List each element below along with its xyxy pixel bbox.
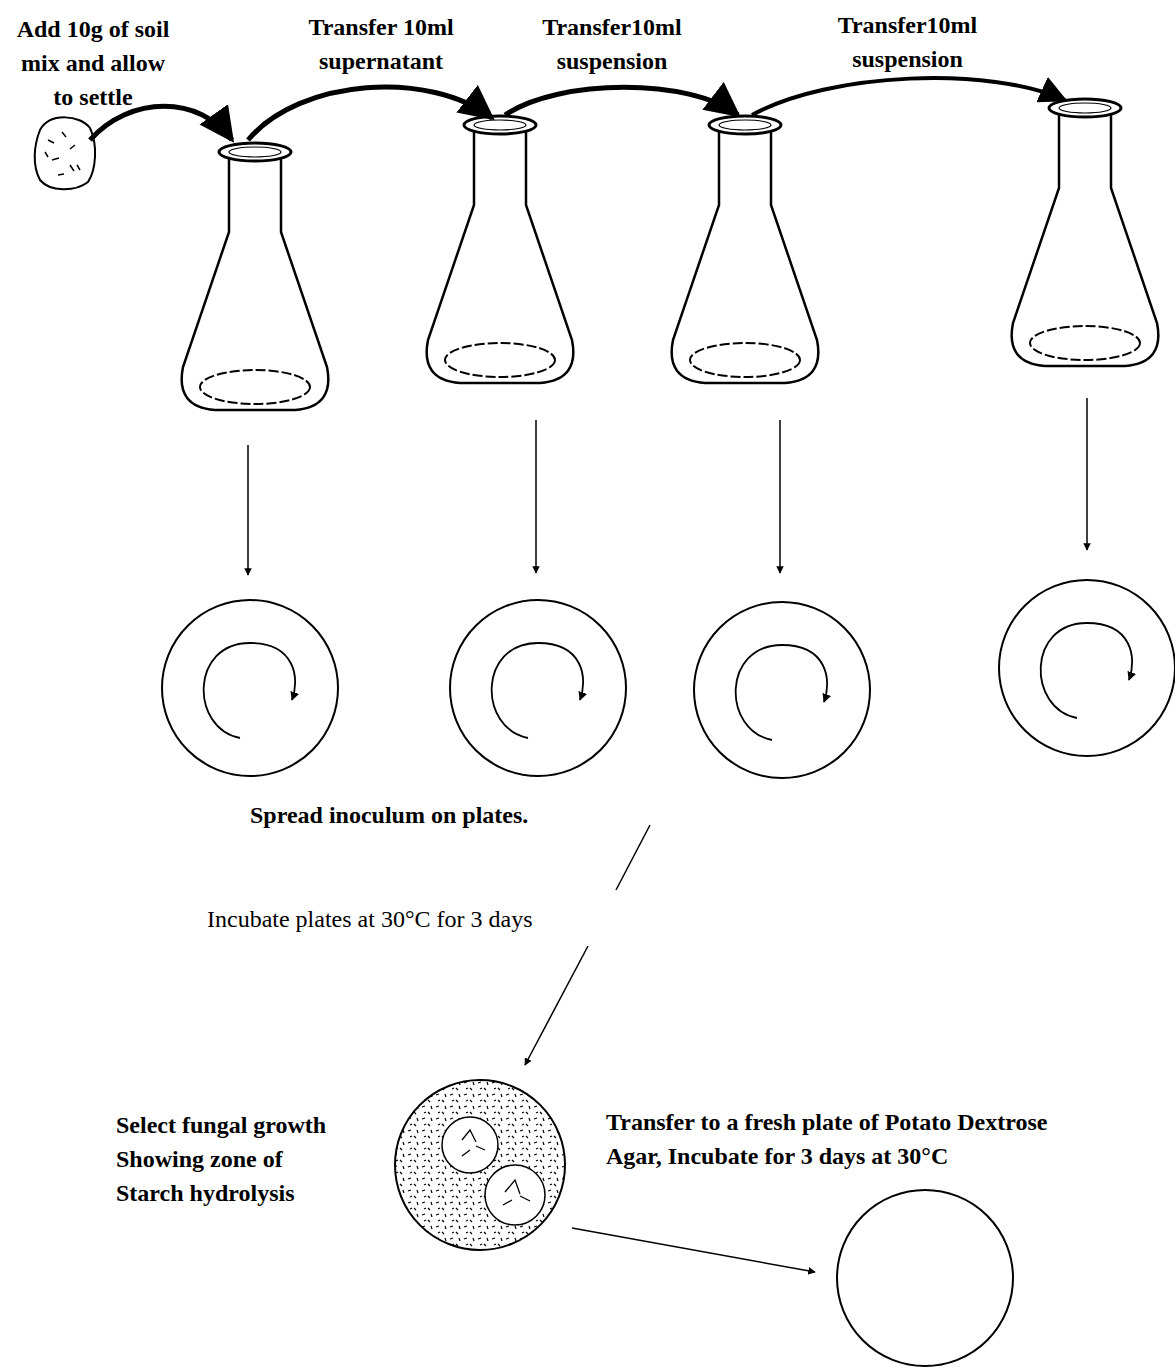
flask-rim — [219, 143, 291, 161]
flask-body — [1012, 114, 1159, 366]
annotation-label: Incubate plates at 30°C for 3 days — [207, 902, 533, 936]
spread-arrow — [1041, 623, 1132, 718]
flask-rim — [709, 116, 781, 134]
flask-mouth — [719, 120, 771, 130]
flask-mouth — [474, 120, 526, 130]
annotation-label: Transfer 10ml supernatant — [286, 10, 476, 78]
flask-body — [182, 158, 329, 410]
down-arrow — [247, 445, 249, 575]
spread-arrow — [204, 643, 295, 738]
flow-line — [525, 946, 588, 1065]
fungal-colony — [485, 1165, 545, 1225]
petri-plate — [450, 600, 626, 776]
flask-base — [445, 343, 555, 377]
soil-lump — [35, 117, 95, 189]
fresh-plate — [837, 1190, 1013, 1366]
growth-plate — [395, 1080, 565, 1250]
down-arrow — [1086, 398, 1088, 550]
flask-group — [182, 99, 1159, 410]
flask-body — [427, 131, 574, 383]
soil-texture — [45, 132, 80, 175]
flask-mouth — [1059, 103, 1111, 113]
annotation-label: Select fungal growth Showing zone of Sta… — [116, 1108, 356, 1210]
annotation-label: Transfer to a fresh plate of Potato Dext… — [606, 1105, 1056, 1173]
flask-base — [200, 370, 310, 404]
flow-line — [616, 825, 650, 890]
down-arrow — [535, 420, 537, 573]
flask-rim — [1049, 99, 1121, 117]
flow-line — [572, 1228, 815, 1272]
petri-plate — [162, 600, 338, 776]
flask-body — [672, 131, 819, 383]
transfer-arrow — [752, 78, 1065, 115]
plate-group — [162, 580, 1175, 778]
transfer-arrow — [90, 106, 232, 140]
down-arrow — [779, 420, 781, 573]
colony-hyphae — [503, 1180, 530, 1205]
annotation-label: Add 10g of soil mix and allow to settle — [10, 12, 176, 114]
petri-plate — [999, 580, 1175, 756]
flask-base — [690, 343, 800, 377]
annotation-label: Spread inoculum on plates. — [250, 798, 528, 832]
petri-plate — [694, 602, 870, 778]
flask-base — [1030, 326, 1140, 360]
flask-rim — [464, 116, 536, 134]
flask-mouth — [229, 147, 281, 157]
annotation-label: Transfer10ml suspension — [522, 10, 702, 78]
fungal-colony — [442, 1117, 498, 1173]
colony-hyphae — [462, 1130, 485, 1156]
annotation-label: Transfer10ml suspension — [815, 8, 1000, 76]
transfer-arrow — [248, 87, 492, 140]
transfer-arrow — [505, 87, 738, 115]
spread-arrow — [736, 645, 827, 740]
spread-arrow — [492, 643, 583, 738]
